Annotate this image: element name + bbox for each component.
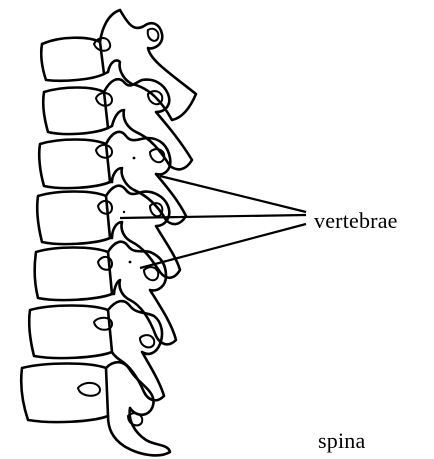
dot (123, 211, 125, 213)
vertebral-body-6 (29, 306, 112, 359)
dot (129, 261, 132, 264)
arch-3 (106, 132, 186, 224)
arch-7 (106, 362, 170, 455)
dot (133, 157, 136, 160)
vertebral-arches (100, 10, 196, 455)
foramen-5b (144, 267, 158, 280)
vertebral-body-5 (35, 248, 112, 301)
arch-5 (108, 242, 176, 345)
spina-label: spina (318, 428, 365, 454)
foramen-6b (140, 335, 154, 347)
vertebrae-label: vertebrae (314, 208, 398, 234)
foramen-1b (148, 29, 159, 41)
foramen-4a (98, 201, 112, 214)
vertebral-body-7 (21, 364, 108, 423)
vertebral-body-4 (37, 192, 110, 245)
leader-line-3 (140, 224, 306, 268)
foramen-7a (78, 383, 100, 396)
arch-4 (106, 186, 180, 278)
leader-line-2 (120, 215, 306, 218)
foramen-3a (96, 145, 112, 158)
arch-6 (108, 301, 164, 400)
arch-1 (100, 10, 196, 120)
